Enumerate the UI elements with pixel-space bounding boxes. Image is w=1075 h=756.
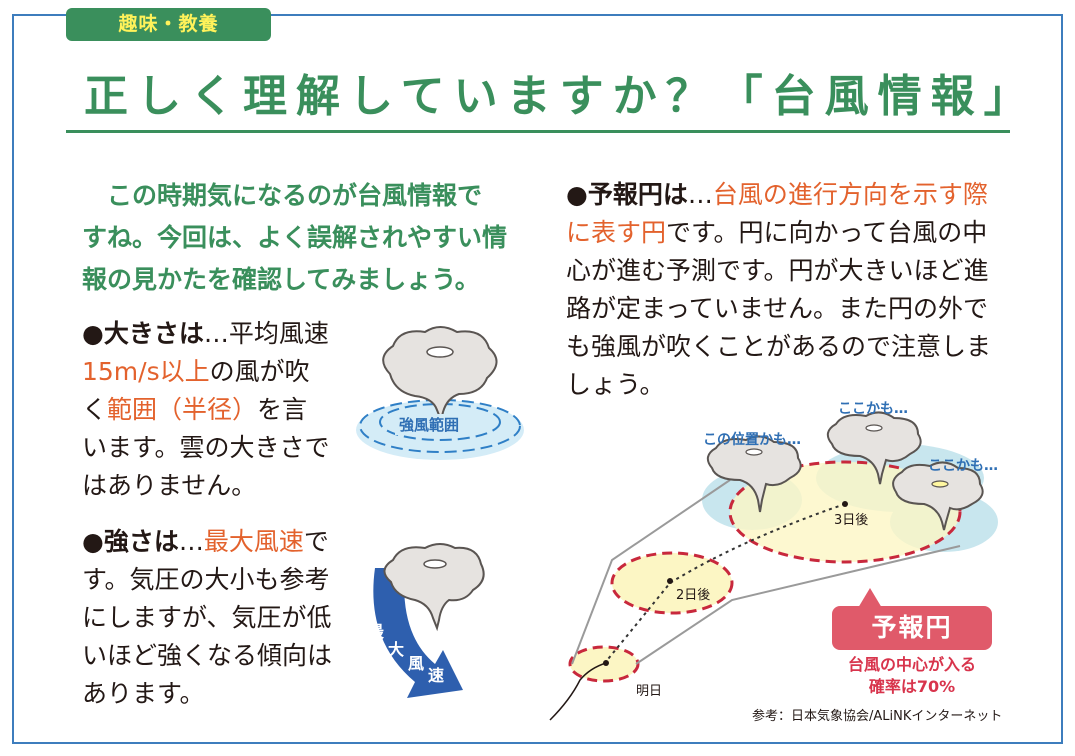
size-text: …平均風速 [203, 319, 329, 348]
size-highlight: 範囲（半径） [107, 395, 258, 424]
max-wind-char: 風 [408, 654, 425, 673]
forecast-circle-diagram [549, 411, 998, 721]
forecast-circle-badge: 予報円 [832, 606, 992, 650]
intro-line: この時期気になるのが台風情報で [107, 181, 483, 210]
probability-line: 確率は70% [868, 677, 956, 696]
wind-range-label: 強風範囲 [395, 414, 464, 435]
label-tomorrow: 明日 [636, 684, 663, 699]
label-here-top: ここかも… [838, 401, 908, 417]
intro-line: すね。今回は、よく誤解されやすい情 [82, 223, 508, 252]
strength-text: です。気圧の大小も参考にしますが、気圧が低いほど強くなる傾向はあります。 [82, 527, 333, 708]
strength-text: … [178, 527, 204, 556]
forecast-text: … [687, 180, 713, 209]
strength-highlight: 最大風速 [203, 527, 304, 556]
page-title: 正しく理解していますか？「台風情報」 [84, 71, 1037, 122]
probability-line: 台風の中心が入る [847, 655, 976, 674]
probability-note: 台風の中心が入る 確率は70% [812, 654, 1012, 698]
size-text: を言います。雲の大きさではありません。 [82, 395, 330, 500]
forecast-text: です。円に向かって台風の中心が進む予測です。円が大きいほど進路が定まっていません… [566, 218, 992, 399]
label-day-2: 2日後 [676, 588, 711, 603]
forecast-highlight: 台風の進行方向を示す際に表す円 [566, 180, 988, 247]
max-wind-char: 最 [368, 622, 385, 641]
forecast-paragraph: ●予報円は…台風の進行方向を示す際に表す円です。円に向かって台風の中心が進む予測… [566, 176, 998, 404]
max-wind-diagram [373, 543, 485, 698]
label-this-position: この位置かも… [703, 432, 801, 448]
label-day-3: 3日後 [834, 513, 869, 528]
wind-range-diagram [356, 326, 524, 460]
label-here-right: ここかも… [928, 458, 998, 474]
strength-paragraph: ●強さは…最大風速です。気圧の大小も参考にしますが、気圧が低いほど強くなる傾向は… [82, 523, 332, 713]
size-highlight: 15m/s以上 [82, 357, 210, 386]
max-wind-char: 速 [428, 666, 445, 685]
size-paragraph: ●大きさは…平均風速 15m/s以上の風が吹く範囲（半径）を言います。雲の大きさで… [82, 315, 332, 505]
source-credit: 参考：日本気象協会/ALiNKインターネット [752, 709, 1003, 724]
max-wind-char: 大 [388, 640, 405, 659]
title-divider [66, 130, 1010, 133]
intro-line: 報の見かたを確認してみましょう。 [82, 265, 480, 294]
badge-pointer [858, 588, 882, 608]
page-frame [12, 14, 1063, 744]
forecast-heading: ●予報円は [566, 180, 688, 209]
category-tag: 趣味・教養 [66, 8, 271, 41]
intro-text: この時期気になるのが台風情報で すね。今回は、よく誤解されやすい情 報の見かたを… [82, 175, 522, 301]
size-heading: ●大きさは [82, 319, 204, 348]
strength-heading: ●強さは [82, 527, 179, 556]
size-text: の風が吹く [82, 357, 310, 424]
